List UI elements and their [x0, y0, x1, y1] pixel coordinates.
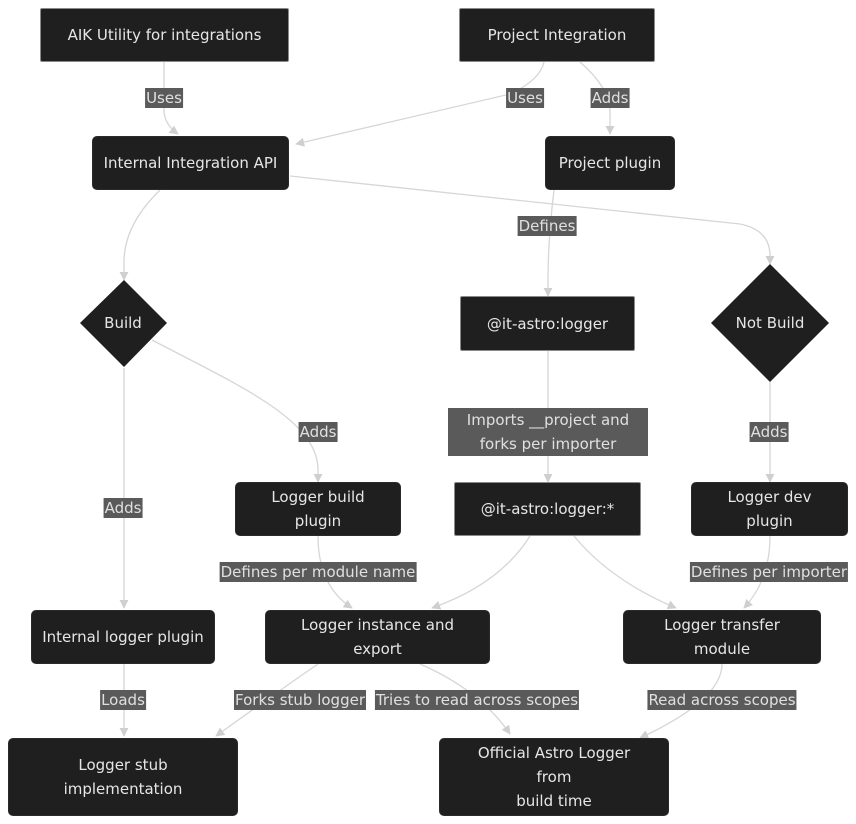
logger-build-plugin-node: Logger build plugin	[235, 482, 401, 536]
edge-label-notbuild-adds: Adds	[749, 422, 789, 442]
build-label: Build	[104, 314, 142, 332]
edge-label-read-across: Read across scopes	[647, 690, 797, 710]
edge-submodules-to-instance	[431, 535, 531, 610]
edge-label-aik-uses: Uses	[145, 88, 183, 108]
logger-transfer-module-node: Logger transfer module	[623, 610, 821, 664]
edge-api-to-build	[119, 189, 161, 281]
project-integration-node: Project Integration	[459, 8, 655, 62]
project-plugin-node: Project plugin	[545, 136, 675, 190]
edge-aik-to-api	[163, 62, 179, 135]
edge-label-forks-stub: Forks stub logger	[234, 690, 366, 710]
logger-instance-node: Logger instance and export	[265, 610, 490, 664]
edge-label-defines-per-module: Defines per module name	[219, 562, 417, 582]
edge-plugin-to-logger	[543, 189, 555, 297]
edge-label-tries-to-read: Tries to read across scopes	[374, 690, 580, 710]
it-astro-logger-node: @it-astro:logger	[460, 296, 635, 351]
edge-label-build-adds-build-plugin: Adds	[298, 422, 338, 442]
not-build-diamond	[711, 264, 829, 382]
edge-label-project-adds: Adds	[590, 88, 630, 108]
edge-build-to-buildplugin	[151, 339, 323, 483]
edge-label-project-uses: Uses	[506, 88, 544, 108]
edge-label-build-adds-internal: Adds	[103, 498, 143, 518]
aik-utility-node: AIK Utility for integrations	[40, 8, 289, 62]
edge-label-defines-per-importer: Defines per importer	[689, 562, 849, 582]
edge-submodules-to-transfer	[573, 535, 677, 609]
logger-dev-plugin-node: Logger dev plugin	[691, 482, 848, 536]
build-diamond	[80, 280, 167, 367]
internal-integration-api-node: Internal Integration API	[92, 136, 289, 190]
internal-logger-plugin-node: Internal logger plugin	[31, 610, 215, 664]
edge-label-defines: Defines	[517, 216, 577, 236]
it-astro-logger-star-node: @it-astro:logger:*	[454, 482, 641, 536]
edge-label-loads: Loads	[100, 690, 146, 710]
not-build-label: Not Build	[735, 314, 805, 332]
edge-api-to-notbuild	[289, 175, 775, 265]
